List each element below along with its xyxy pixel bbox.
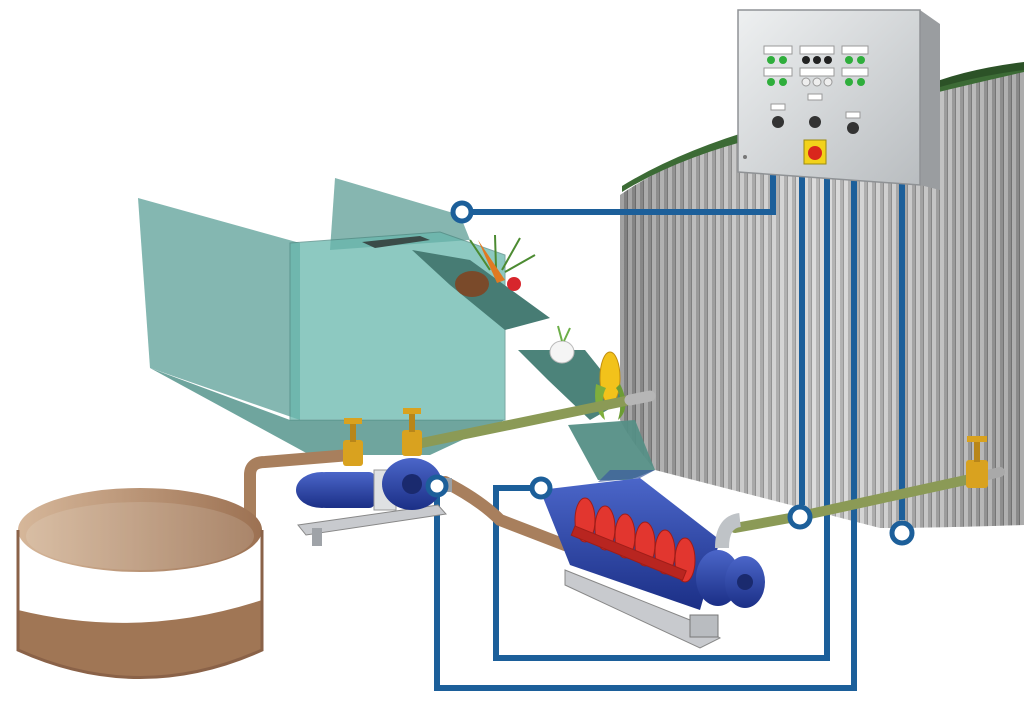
signal-rings	[425, 200, 915, 546]
valve-1	[343, 418, 363, 466]
pipes	[244, 390, 1005, 551]
radish-icon	[507, 277, 521, 291]
screw-mixer	[540, 470, 765, 649]
door-lock	[743, 155, 747, 159]
pipe-top-green	[407, 393, 645, 450]
sensor-ring-hopper	[450, 200, 474, 224]
signal-line-hopper	[470, 172, 776, 215]
auger-screw	[570, 497, 696, 583]
valve-3	[966, 436, 988, 488]
indicator-light-grid	[763, 45, 869, 87]
pipe-pump-to-mixer	[439, 476, 571, 551]
grass-icon	[469, 234, 536, 273]
sensor-ring-outlet	[787, 504, 813, 530]
sensor-ring-mixer	[529, 476, 553, 500]
sensor-ring-lobe-pump	[425, 474, 449, 498]
feed-hopper	[138, 178, 506, 455]
pipe-digester-right	[805, 473, 980, 519]
signal-line-lobe-pump	[434, 172, 857, 691]
tank-roof-dome	[900, 62, 1024, 100]
emergency-stop-button	[803, 139, 827, 165]
potato-icon	[455, 271, 489, 297]
sensor-ring-tank	[889, 520, 915, 546]
selector-switches	[770, 93, 861, 134]
control-wiring	[434, 172, 905, 691]
solids-feed	[455, 234, 626, 420]
tank-roof	[622, 64, 1024, 192]
pipe-to-pump	[244, 449, 356, 534]
outlet-elbow	[715, 513, 742, 549]
turnip-icon	[549, 340, 575, 364]
liquid-tank	[16, 488, 264, 679]
carrot-icon	[478, 240, 505, 283]
control-cabinet	[737, 9, 940, 190]
signal-line-mixer-loop	[493, 172, 830, 661]
valve-2	[402, 408, 422, 456]
valves	[343, 408, 988, 488]
rotary-lobe-pump	[296, 458, 452, 546]
pipe-to-digester	[730, 513, 795, 533]
